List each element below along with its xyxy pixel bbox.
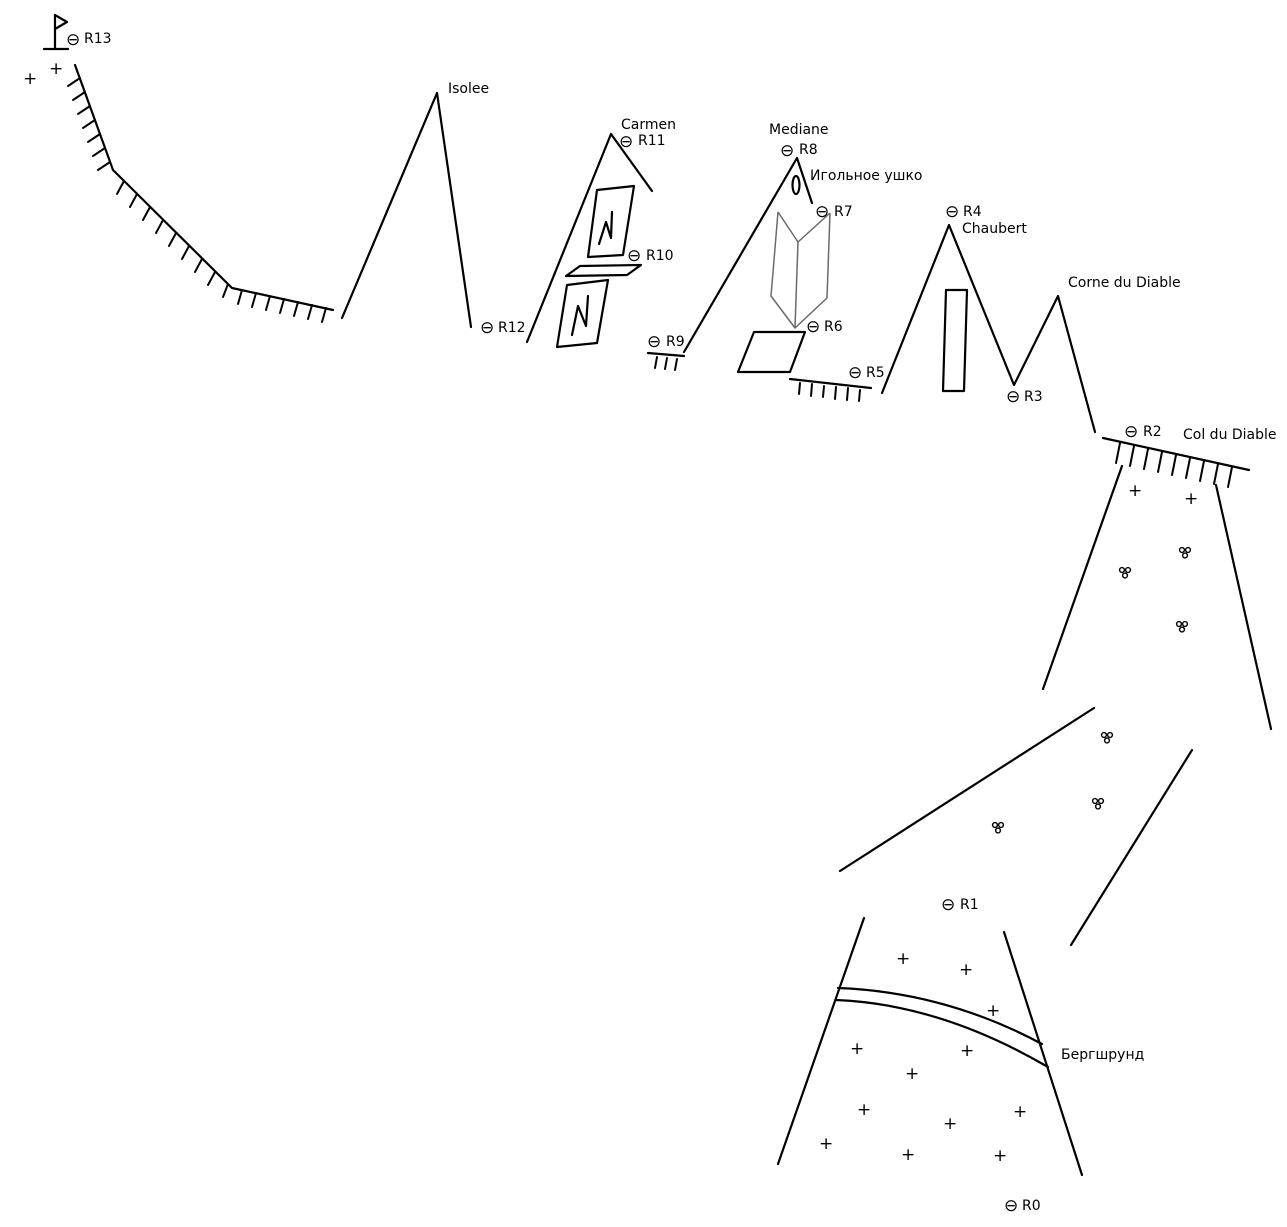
- snow-mark: +: [1128, 481, 1142, 501]
- station-r13: R13: [84, 31, 112, 47]
- snow-mark: +: [986, 1001, 1000, 1021]
- chaubert-slab: [941, 288, 969, 393]
- anchor-icon: ⊖: [945, 202, 959, 222]
- snow-symbols: + + + + + + + + + + + + + + + +: [23, 59, 1198, 1166]
- station-r10: R10: [646, 248, 674, 264]
- snow-mark: +: [896, 949, 910, 969]
- station-r5: R5: [866, 365, 885, 381]
- snow-mark: +: [850, 1039, 864, 1059]
- anchor-icon: ⊖: [627, 246, 641, 266]
- anchor-icon: ⊖: [480, 318, 494, 338]
- col-ridge-line: [1101, 436, 1251, 472]
- needle-eye-icon: [791, 174, 801, 196]
- station-r8: R8: [799, 142, 818, 158]
- station-r12: R12: [498, 320, 526, 336]
- snow-mark: +: [857, 1100, 871, 1120]
- ridge-hatching: [67, 77, 327, 323]
- mediane-slab: [736, 330, 807, 374]
- snow-mark: +: [901, 1145, 915, 1165]
- anchor-icon: ⊖: [1124, 422, 1138, 442]
- label-carmen: Carmen: [621, 117, 676, 133]
- snow-mark: +: [23, 69, 37, 89]
- snow-mark: +: [960, 1041, 974, 1061]
- mediane-ridge: [682, 156, 814, 354]
- station-r3: R3: [1024, 389, 1043, 405]
- anchor-icon: ⊖: [806, 317, 820, 337]
- isolee-peak: [340, 91, 473, 329]
- snow-mark: +: [943, 1114, 957, 1134]
- anchor-icon: ⊖: [1006, 387, 1020, 407]
- summit-flag-icon: [42, 13, 70, 51]
- label-corne-du-diable: Corne du Diable: [1068, 275, 1181, 291]
- snow-mark: +: [905, 1064, 919, 1084]
- carmen-upper-slab: [586, 184, 636, 259]
- snow-mark: +: [49, 59, 63, 79]
- anchor-icon: ⊖: [647, 332, 661, 352]
- anchor-icon: ⊖: [815, 202, 829, 222]
- station-r2: R2: [1143, 424, 1162, 440]
- label-chaubert: Chaubert: [962, 221, 1027, 237]
- col-hatching: [1115, 442, 1233, 488]
- station-r1: R1: [960, 897, 979, 913]
- snow-mark: +: [993, 1146, 1007, 1166]
- anchor-icons: ⊖ ⊖ ⊖ ⊖ ⊖ ⊖ ⊖ ⊖ ⊖ ⊖ ⊖ ⊖ ⊖ ⊖: [66, 30, 1138, 1216]
- anchor-icon: ⊖: [848, 363, 862, 383]
- label-mediane: Mediane: [769, 122, 829, 138]
- snow-mark: +: [819, 1134, 833, 1154]
- carmen-lower-slab: [555, 278, 610, 349]
- stones-icons: [991, 546, 1192, 834]
- glacier-lines: [776, 916, 1084, 1177]
- snow-mark: +: [1184, 489, 1198, 509]
- station-r0: R0: [1022, 1198, 1041, 1214]
- station-r9: R9: [666, 334, 685, 350]
- chaubert-corne-ridge: [880, 223, 1097, 434]
- station-r11: R11: [638, 133, 666, 149]
- carmen-ridge: [525, 132, 654, 344]
- station-labels: R13 R11 R8 R7 R4 R10 R12 R6 R9 R5 R3 R2 …: [84, 31, 1162, 1214]
- snow-mark: +: [1013, 1102, 1027, 1122]
- snow-mark: +: [959, 960, 973, 980]
- station-r7: R7: [834, 204, 853, 220]
- station-r4: R4: [963, 204, 982, 220]
- anchor-icon: ⊖: [1004, 1196, 1018, 1216]
- label-bergschrund: Бергшрунд: [1061, 1047, 1144, 1063]
- anchor-icon: ⊖: [780, 141, 794, 161]
- label-isolee: Isolee: [448, 81, 489, 97]
- r9-hatching: [654, 356, 678, 371]
- feature-labels: Isolee Carmen Mediane Игольное ушко Chau…: [448, 81, 1277, 1063]
- label-needle-eye: Игольное ушко: [810, 168, 923, 184]
- station-r6: R6: [824, 319, 843, 335]
- left-ridge-line: [73, 63, 335, 312]
- dihedral: [770, 211, 831, 329]
- r5-hatching: [798, 382, 861, 402]
- anchor-icon: ⊖: [619, 132, 633, 152]
- carmen-ledge: [564, 263, 643, 278]
- couloir-lines: [838, 464, 1273, 947]
- label-col-du-diable: Col du Diable: [1183, 427, 1277, 443]
- anchor-icon: ⊖: [66, 30, 80, 50]
- anchor-icon: ⊖: [941, 895, 955, 915]
